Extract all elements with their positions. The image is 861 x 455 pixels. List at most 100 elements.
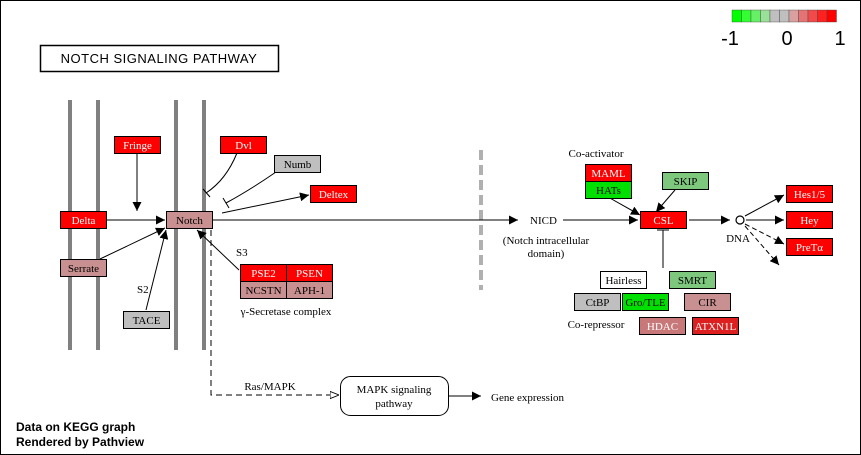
legend-swatch (779, 9, 790, 23)
gene-node-label: CSL (653, 215, 673, 227)
gene-node-label: Deltex (319, 189, 349, 201)
gene-node-box[interactable] (669, 271, 716, 289)
gene-node-label: PreTα (796, 242, 823, 254)
edge-coactivator-csl (607, 196, 641, 216)
edge-tace-notch (145, 229, 169, 311)
gene-node-csl[interactable]: CSL (640, 211, 687, 229)
gene-node-box[interactable] (600, 271, 647, 289)
gene-node-label: NCSTN (245, 285, 281, 297)
legend-max-label: 1 (834, 28, 845, 50)
legend-min-label: -1 (721, 28, 739, 50)
gene-node-label: Hairless (605, 275, 641, 287)
gene-node-skip[interactable]: SKIP (662, 172, 709, 190)
gene-node-ncstn[interactable]: NCSTN (240, 281, 287, 299)
label-nicd-desc-2: domain) (528, 248, 565, 260)
gene-node-box[interactable] (684, 293, 731, 311)
gene-node-label: HATs (596, 185, 621, 197)
gene-node-numb[interactable]: Numb (274, 155, 321, 173)
gene-node-notch[interactable]: Notch (166, 211, 213, 229)
gene-node-deltex[interactable]: Deltex (310, 185, 357, 203)
gene-node-label: SMRT (678, 275, 708, 287)
legend-swatch (817, 9, 828, 23)
gene-node-maml[interactable]: MAML (585, 164, 632, 182)
gene-node-delta[interactable]: Delta (60, 211, 107, 229)
gene-node-smrt[interactable]: SMRT (669, 271, 716, 289)
gene-node-atxn1l[interactable]: ATXN1L (692, 317, 739, 335)
edge-notch-deltex (221, 192, 310, 214)
gene-node-box[interactable] (60, 259, 107, 277)
gene-node-box[interactable] (786, 185, 833, 203)
gene-node-ctbp[interactable]: CtBP (574, 293, 621, 311)
gene-node-label: Delta (72, 215, 96, 227)
edge-skip-csl (655, 189, 676, 213)
gene-node-box[interactable] (639, 317, 686, 335)
gene-node-serrate[interactable]: Serrate (60, 259, 107, 277)
gene-node-label: CtBP (586, 297, 610, 309)
edge-dna-pretalpha (744, 223, 785, 245)
gene-node-grotle[interactable]: Gro/TLE (622, 293, 669, 311)
label-nicd-desc-1: (Notch intracellular (503, 235, 590, 247)
gene-node-box[interactable] (786, 211, 833, 229)
label-s3: S3 (236, 247, 248, 259)
gene-node-hey[interactable]: Hey (786, 211, 833, 229)
gene-node-pretalpha[interactable]: PreTα (786, 238, 833, 256)
label-gene-expression: Gene expression (491, 392, 565, 404)
credit-line-2: Rendered by Pathview (16, 435, 145, 449)
label-dna: DNA (726, 233, 750, 245)
legend-mid-label: 0 (781, 28, 792, 50)
label-gamma-secretase: γ-Secretase complex (240, 306, 332, 318)
legend-swatch (826, 9, 837, 23)
edge-dvl-notch (205, 152, 238, 194)
label-coactivator: Co-activator (569, 148, 624, 160)
legend-swatch (731, 9, 742, 23)
gene-node-box[interactable] (286, 281, 333, 299)
legend-swatch (750, 9, 761, 23)
gene-node-aph1[interactable]: APH-1 (286, 281, 333, 299)
gene-node-pse2[interactable]: PSE2 (240, 264, 287, 282)
label-ras-mapk: Ras/MAPK (244, 381, 295, 393)
gene-node-dvl[interactable]: Dvl (220, 136, 267, 154)
gene-node-hairless[interactable]: Hairless (600, 271, 647, 289)
gene-node-label: Hey (800, 215, 819, 227)
gene-node-label: Notch (176, 215, 203, 227)
gene-node-box[interactable] (220, 136, 267, 154)
gene-node-box[interactable] (574, 293, 621, 311)
gene-node-box[interactable] (114, 136, 161, 154)
edge-serrate-notch (99, 227, 166, 260)
mapk-pathway-box[interactable] (340, 376, 449, 416)
gene-node-label: PSE2 (251, 268, 275, 280)
gene-node-label: CIR (698, 297, 717, 309)
credit-line-1: Data on KEGG graph (16, 420, 135, 434)
title-box (39, 44, 280, 73)
gene-node-box[interactable] (786, 238, 833, 256)
gene-node-box[interactable] (166, 211, 213, 229)
gene-node-cir[interactable]: CIR (684, 293, 731, 311)
gene-node-box[interactable] (622, 293, 669, 311)
gene-node-hats[interactable]: HATs (585, 181, 632, 199)
gene-node-box[interactable] (640, 211, 687, 229)
gene-node-tace[interactable]: TACE (123, 311, 170, 329)
gene-node-label: Hes1/5 (794, 189, 826, 201)
gene-node-hes15[interactable]: Hes1/5 (786, 185, 833, 203)
gene-node-label: TACE (133, 315, 161, 327)
gene-node-box[interactable] (585, 181, 632, 199)
legend-swatch (807, 9, 818, 23)
gene-node-fringe[interactable]: Fringe (114, 136, 161, 154)
gene-node-label: Serrate (68, 263, 99, 275)
gene-node-box[interactable] (123, 311, 170, 329)
legend-swatch (798, 9, 809, 23)
gene-node-label: MAML (591, 168, 626, 180)
gene-node-box[interactable] (274, 155, 321, 173)
page-title: NOTCH SIGNALING PATHWAY (61, 51, 258, 66)
legend-swatch (760, 9, 771, 23)
gene-node-label: HDAC (647, 321, 678, 333)
gene-node-box[interactable] (60, 211, 107, 229)
gene-node-psen[interactable]: PSEN (286, 264, 333, 282)
color-legend (731, 9, 837, 23)
gene-node-box[interactable] (692, 317, 739, 335)
gene-node-hdac[interactable]: HDAC (639, 317, 686, 335)
legend-swatch (769, 9, 780, 23)
gene-node-box[interactable] (662, 172, 709, 190)
gene-node-box[interactable] (310, 185, 357, 203)
